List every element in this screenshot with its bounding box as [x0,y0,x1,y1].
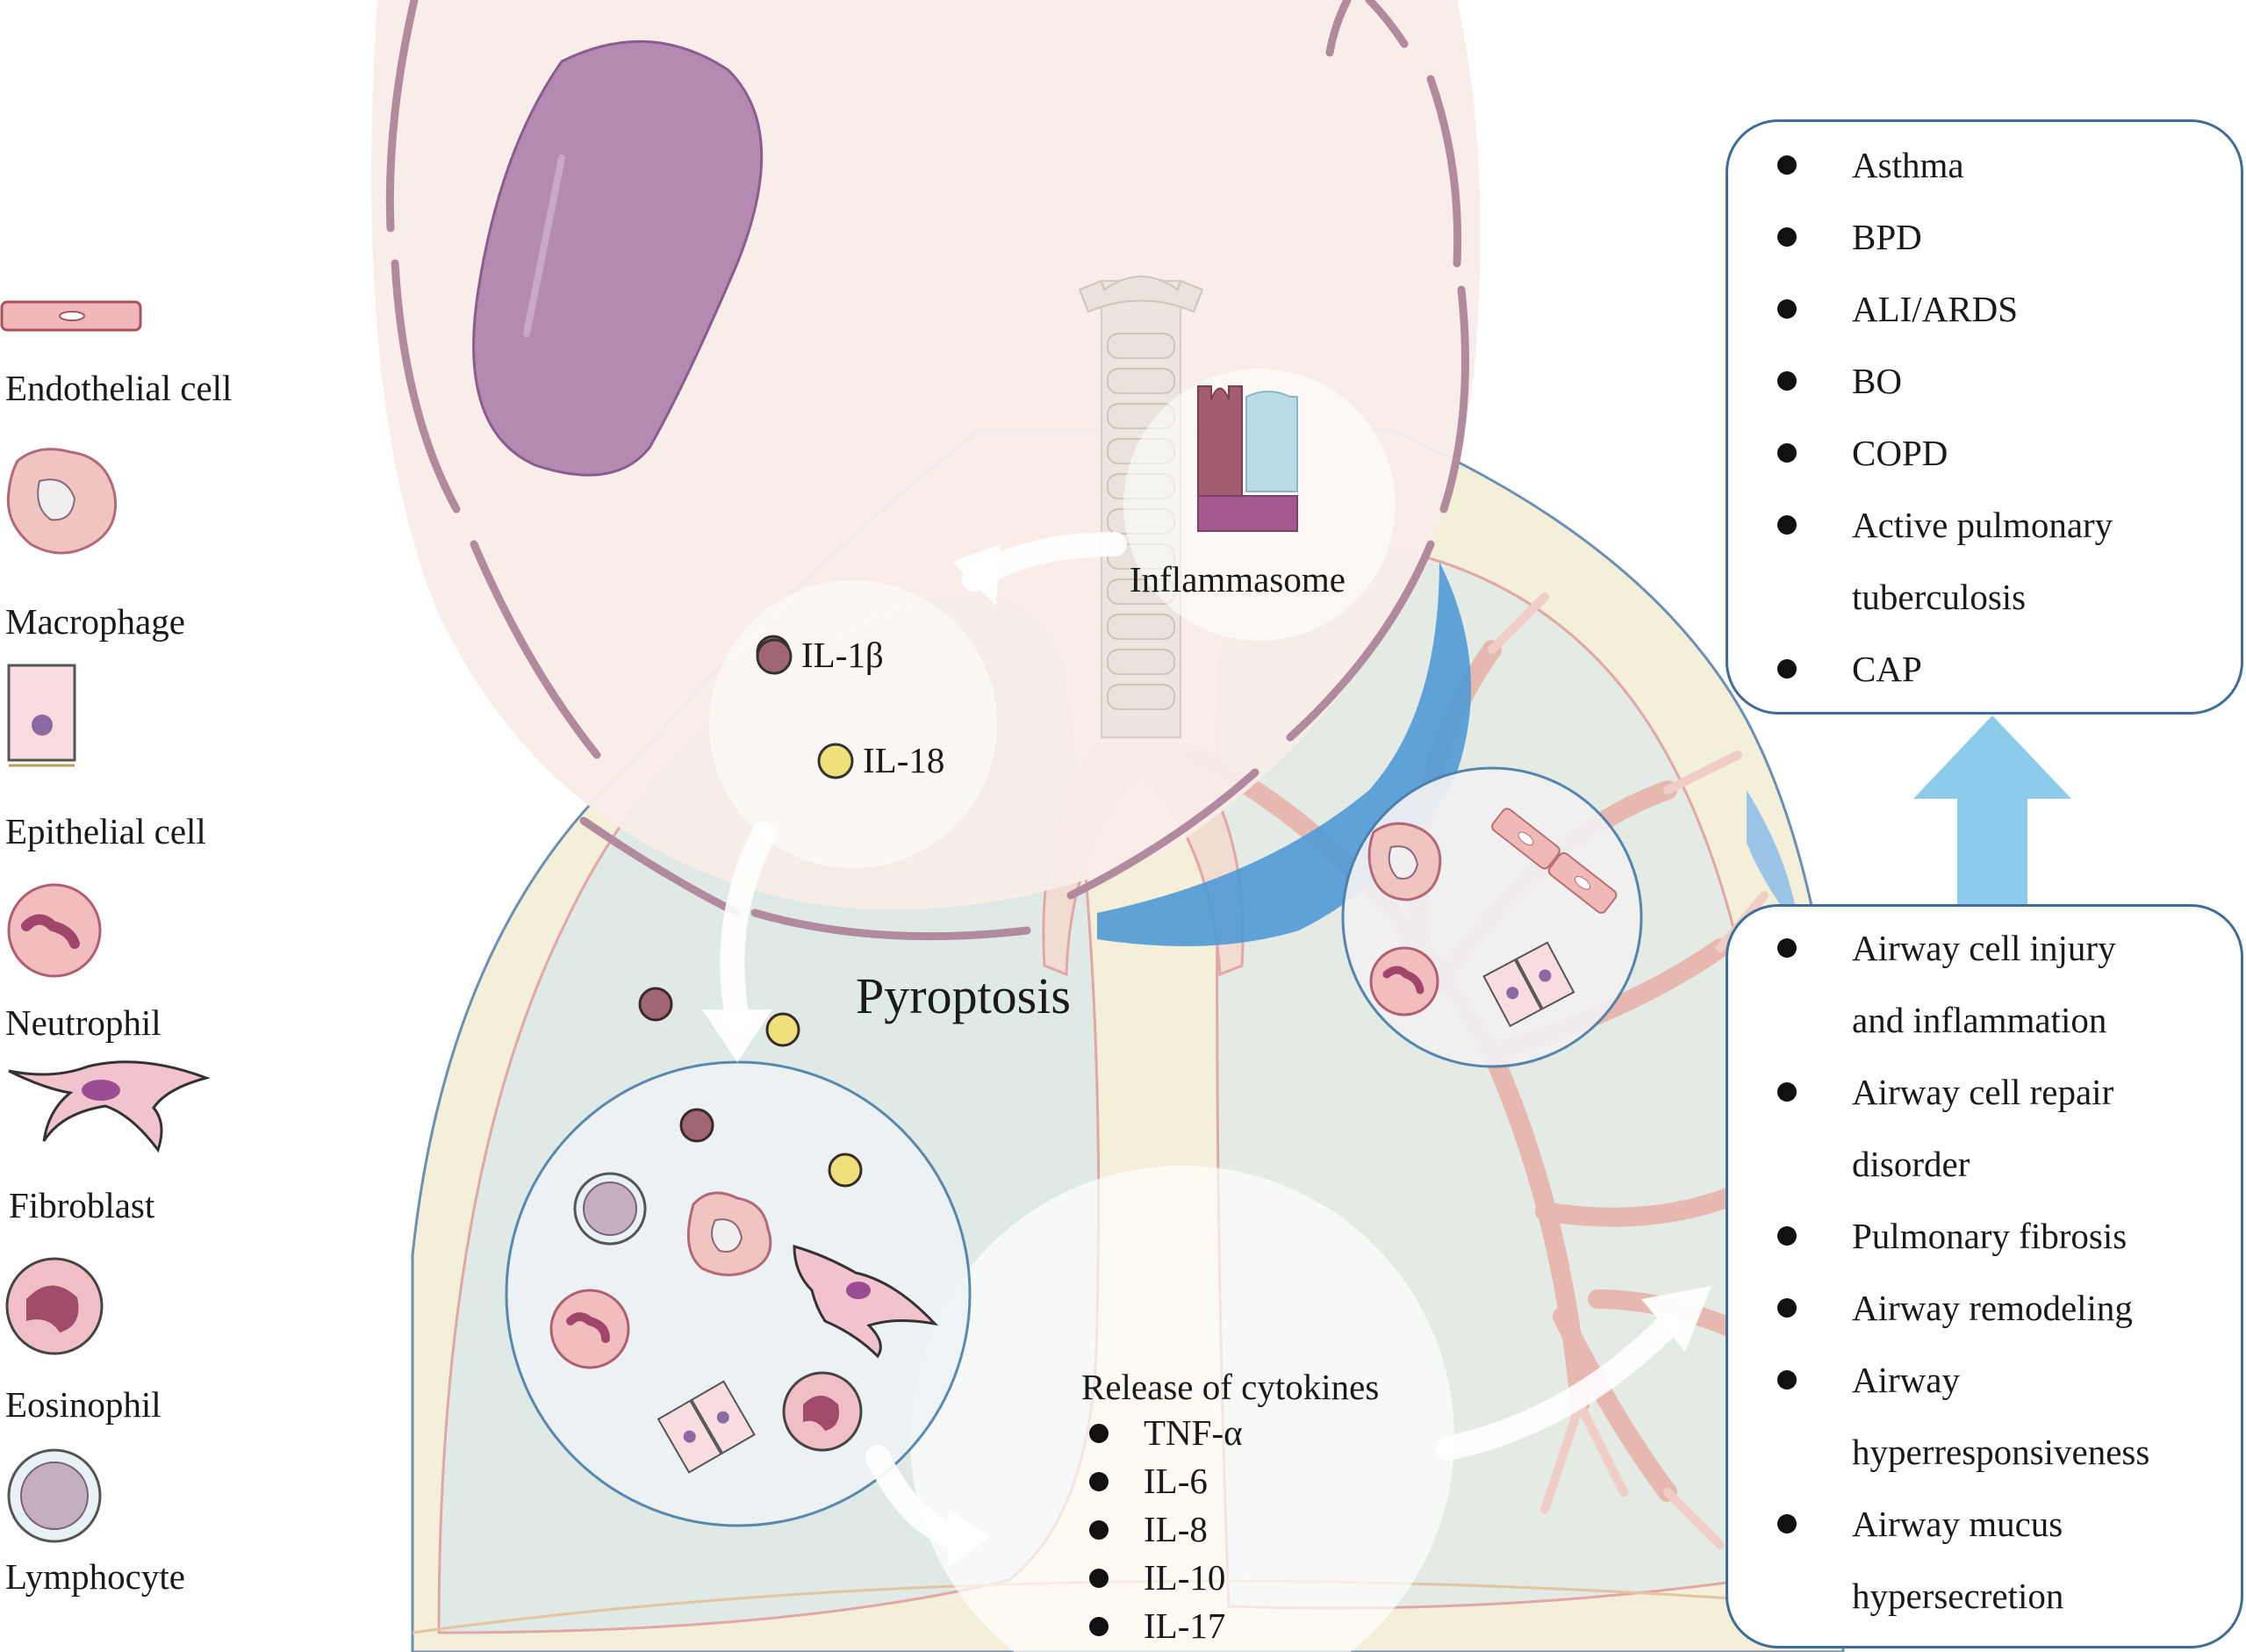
legend-icons [0,300,211,1543]
legend-neutrophil-label: Neutrophil [5,1002,161,1043]
fibroblast-icon [8,1060,211,1153]
il18-marker [817,743,854,779]
neutrophil-icon [7,883,102,978]
legend-epithelial-label: Epithelial cell [5,811,206,851]
legend-macrophage-label: Macrophage [5,601,185,642]
eosinophil-icon [5,1257,104,1355]
legend-lymphocyte-label: Lymphocyte [5,1556,185,1597]
list-item: IL-6 [1082,1457,1243,1505]
airway-cells-circle [1341,766,1643,1068]
list-item: TNF-α [1082,1409,1243,1457]
list-item: BPD [1728,201,2241,273]
up-arrow-icon [1913,715,2071,904]
list-item: Airway remodeling [1728,1272,2241,1344]
list-item: IL-17 [1082,1602,1243,1650]
pyroptosis-label: Pyroptosis [856,967,1071,1024]
cell-illustration [371,0,1481,941]
legend-endothelial-label: Endothelial cell [5,368,233,408]
il1b-label: IL-1β [801,635,884,675]
list-item: Pulmonary fibrosis [1728,1200,2241,1272]
disease-box: Asthma BPD ALI/ARDS BO COPD Active pulmo… [1726,119,2243,715]
list-item: Asthma [1728,129,2241,201]
pyroptosis-cells [549,1172,939,1474]
flow-arrowheads [702,544,1711,1567]
il1b-marker [756,638,793,675]
legend-eosinophil-label: Eosinophil [5,1384,161,1425]
lymphocyte-icon [7,1448,102,1543]
list-item: CAP [1728,633,2241,705]
legend-fibroblast-label: Fibroblast [9,1185,155,1225]
cytokines-title: Release of cytokines [1081,1367,1380,1407]
macrophage-icon [6,448,118,555]
flow-arrows [720,532,1680,1548]
list-item: IL-10 [1082,1554,1243,1602]
list-item: COPD [1728,417,2241,489]
inflammasome-icon [1197,385,1298,532]
cytokine-list: TNF-α IL-6 IL-8 IL-10 IL-17 [1082,1409,1243,1650]
epithelial-cell-icon [7,664,76,767]
list-item: ALI/ARDS [1728,273,2241,345]
interleukin-circle [709,580,997,868]
airway-cells [1367,808,1618,1028]
list-item: IL-8 [1082,1505,1243,1554]
cytokine-circle [910,1166,1454,1652]
list-item: BO [1728,345,2241,417]
inflammasome-label: Inflammasome [1130,559,1345,600]
il18-label: IL-18 [863,740,945,780]
